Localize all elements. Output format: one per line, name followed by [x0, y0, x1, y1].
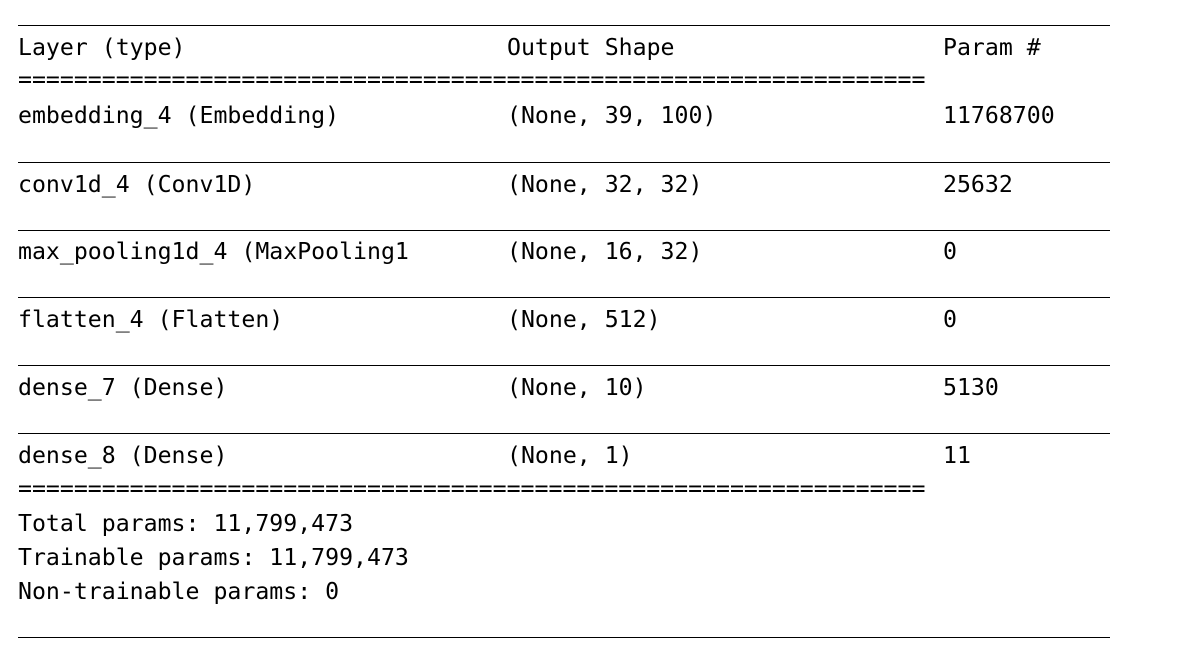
header-output-shape: Output Shape	[507, 34, 675, 61]
layer-name: dense_8 (Dense)	[18, 442, 228, 469]
table-row: max_pooling1d_4 (MaxPooling1 (None, 16, …	[18, 235, 957, 269]
table-row: conv1d_4 (Conv1D) (None, 32, 32) 25632	[18, 168, 1013, 202]
layer-params: 0	[943, 306, 957, 333]
trainable-params: Trainable params: 11,799,473	[18, 544, 409, 571]
row-rule	[18, 365, 1110, 366]
table-row: dense_8 (Dense) (None, 1) 11	[18, 439, 971, 473]
header-row: Layer (type) Output Shape Param #	[18, 31, 1041, 65]
header-params: Param #	[943, 34, 1041, 61]
layer-name: dense_7 (Dense)	[18, 374, 228, 401]
row-rule	[18, 433, 1110, 434]
layer-params: 11	[943, 442, 971, 469]
layer-params: 11768700	[943, 102, 1055, 129]
header-layer: Layer (type)	[18, 34, 186, 61]
row-rule	[18, 297, 1110, 298]
layer-name: conv1d_4 (Conv1D)	[18, 171, 256, 198]
layer-output-shape: (None, 10)	[507, 374, 647, 401]
layer-name: flatten_4 (Flatten)	[18, 306, 284, 333]
top-rule	[18, 25, 1110, 26]
layer-output-shape: (None, 32, 32)	[507, 171, 703, 198]
layer-name: max_pooling1d_4 (MaxPooling1	[18, 238, 409, 265]
layer-params: 5130	[943, 374, 999, 401]
layer-params: 25632	[943, 171, 1013, 198]
row-rule	[18, 162, 1110, 163]
layer-name: embedding_4 (Embedding)	[18, 102, 340, 129]
layer-output-shape: (None, 39, 100)	[507, 102, 717, 129]
layer-output-shape: (None, 1)	[507, 442, 633, 469]
layer-params: 0	[943, 238, 957, 265]
header-separator: ========================================…	[18, 70, 926, 90]
footer-separator: ========================================…	[18, 479, 926, 499]
bottom-rule	[18, 637, 1110, 638]
row-rule	[18, 230, 1110, 231]
table-row: embedding_4 (Embedding) (None, 39, 100) …	[18, 99, 1055, 133]
total-params: Total params: 11,799,473	[18, 510, 354, 537]
table-row: flatten_4 (Flatten) (None, 512) 0	[18, 303, 957, 337]
layer-output-shape: (None, 16, 32)	[507, 238, 703, 265]
table-row: dense_7 (Dense) (None, 10) 5130	[18, 371, 999, 405]
layer-output-shape: (None, 512)	[507, 306, 661, 333]
non-trainable-params: Non-trainable params: 0	[18, 578, 340, 605]
